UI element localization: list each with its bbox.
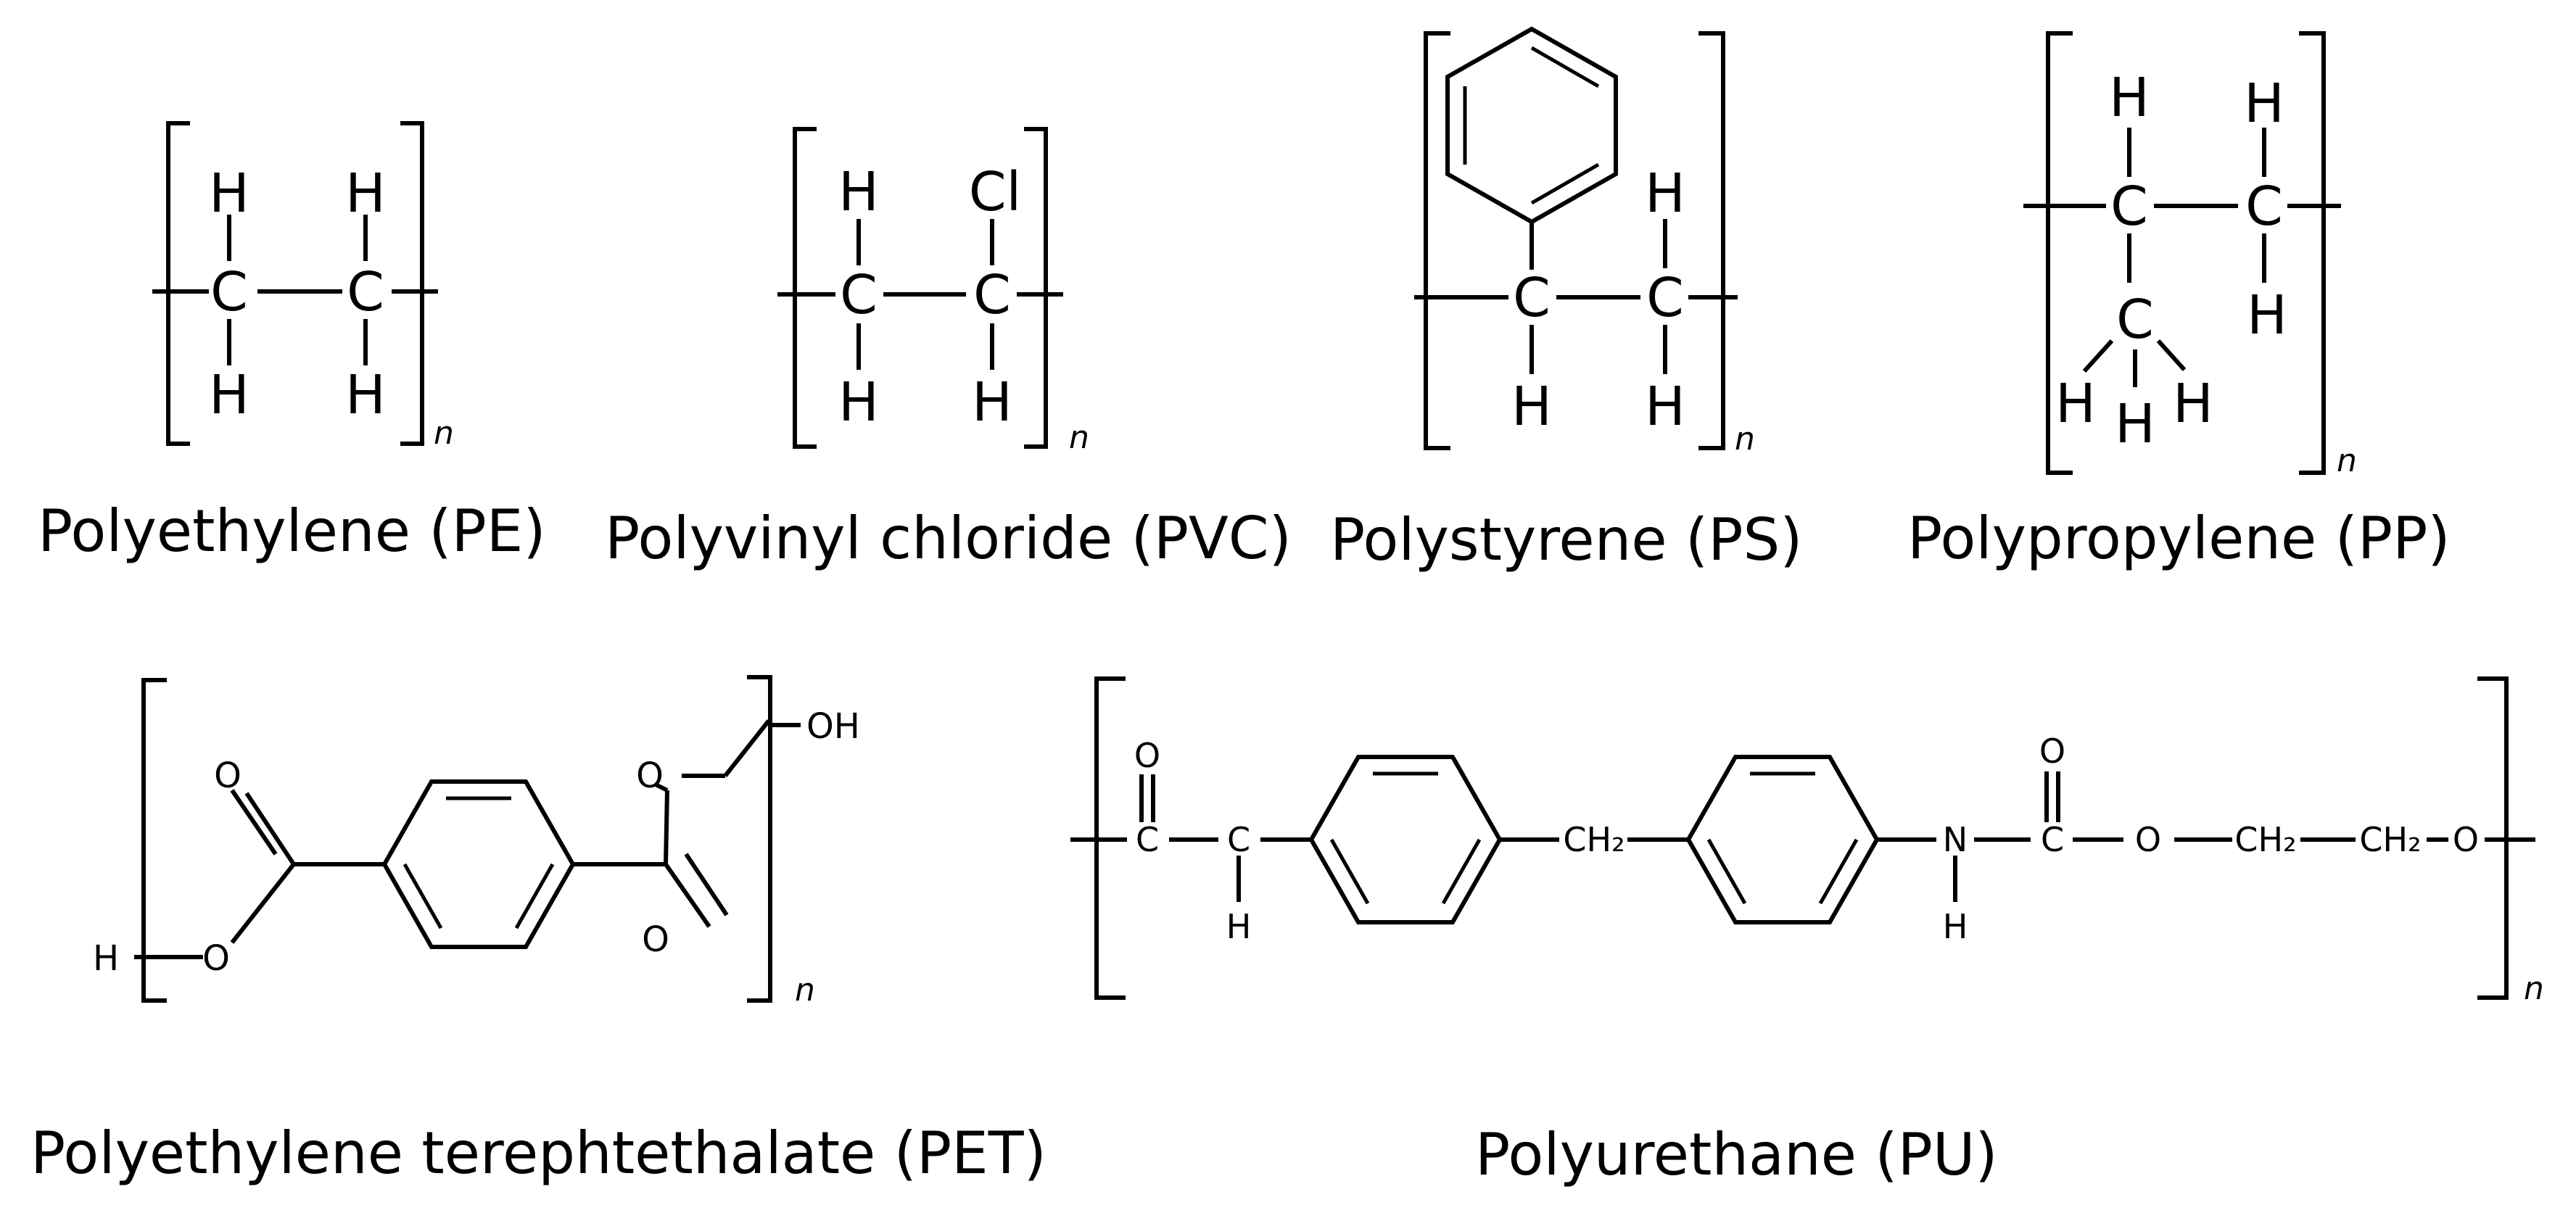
pet-atom-h: H — [93, 938, 119, 979]
pet-benzene-ring — [381, 779, 576, 949]
pvc-right-bracket — [1024, 127, 1048, 449]
pp-repeat-n: n — [2337, 442, 2357, 479]
pe-atom-h4: H — [345, 364, 386, 426]
pu-atom-ch2a: CH₂ — [1563, 820, 1625, 859]
pp-atom-c2: C — [2245, 175, 2283, 238]
ps-atom-h3: H — [1511, 376, 1552, 438]
pet-caption: Polyethylene terephtethalate (PET) — [30, 1119, 1046, 1187]
pu-atom-n: N — [1943, 820, 1968, 859]
pp-structure: H H C C C H H H H n — [2023, 31, 2357, 479]
pvc-atom-h1: H — [838, 161, 879, 223]
pvc-left-bracket — [793, 127, 817, 449]
ps-right-bracket — [1698, 31, 1725, 450]
pp-atom-h2: H — [2244, 73, 2284, 135]
pu-atom-h1: H — [1226, 907, 1252, 946]
pp-left-bracket — [2046, 31, 2073, 475]
pvc-caption: Polyvinyl chloride (PVC) — [605, 505, 1292, 572]
pe-structure: H H C C H H n — [152, 121, 454, 452]
ps-atom-h2: H — [1645, 162, 1685, 225]
pe-left-bracket — [166, 121, 190, 446]
pu-atom-ch2c: CH₂ — [2359, 820, 2421, 859]
pu-atom-c3: C — [2041, 820, 2064, 859]
pe-atom-h2: H — [345, 162, 386, 225]
pet-atom-o2: O — [202, 938, 230, 979]
pet-atom-o1: O — [214, 755, 242, 796]
pu-atom-ch2b: CH₂ — [2234, 820, 2296, 859]
pu-benzene-ring-1 — [1308, 755, 1503, 924]
pet-right-bracket — [747, 675, 772, 1003]
pu-atom-o4: O — [2453, 820, 2479, 859]
pet-repeat-n: n — [795, 972, 815, 1009]
pe-atom-c2: C — [347, 261, 384, 323]
pp-atom-hm3: H — [2173, 373, 2213, 435]
pu-structure: O C C H CH₂ N H O C O CH₂ CH₂ O n — [1070, 676, 2544, 1007]
pp-atom-c1: C — [2110, 175, 2148, 238]
pu-benzene-ring-2 — [1685, 755, 1880, 924]
pe-right-bracket — [400, 121, 424, 446]
pp-atom-hm1: H — [2055, 373, 2096, 435]
pp-caption: Polypropylene (PP) — [1907, 505, 2451, 572]
ps-benzene-ring — [1445, 26, 1618, 225]
pvc-repeat-n: n — [1069, 419, 1089, 456]
pet-atom-oh: OH — [806, 706, 860, 747]
pet-structure: O O O O H OH n — [93, 675, 860, 1009]
pvc-structure: H Cl C C H H n — [777, 127, 1089, 456]
pp-atom-h1: H — [2109, 67, 2150, 129]
pu-atom-o1: O — [1134, 736, 1160, 775]
pp-right-bracket — [2299, 31, 2326, 475]
pu-atom-h2: H — [1943, 907, 1968, 946]
pvc-atom-h3: H — [838, 371, 879, 434]
ps-left-bracket — [1424, 31, 1450, 450]
pu-repeat-n: n — [2524, 970, 2544, 1007]
pet-left-bracket — [141, 678, 167, 1003]
pvc-atom-h4: H — [972, 371, 1012, 434]
pu-atom-o3: O — [2135, 820, 2161, 859]
pvc-atom-c2: C — [973, 264, 1011, 326]
pvc-atom-cl: Cl — [969, 161, 1021, 223]
pe-caption: Polyethylene (PE) — [38, 497, 546, 565]
pu-caption: Polyurethane (PU) — [1475, 1121, 1998, 1188]
pe-atom-c1: C — [210, 261, 248, 323]
ps-atom-h4: H — [1645, 376, 1685, 438]
pp-atom-h3: H — [2247, 284, 2287, 347]
pe-repeat-n: n — [434, 415, 454, 452]
ps-caption: Polystyrene (PS) — [1330, 506, 1802, 574]
ps-atom-c1: C — [1513, 267, 1551, 329]
pu-atom-c1: C — [1136, 820, 1159, 859]
pe-atom-h1: H — [209, 162, 249, 225]
pet-atom-o4: O — [642, 919, 669, 960]
pp-atom-hm2: H — [2115, 393, 2155, 455]
ps-structure: H C C H H n — [1414, 26, 1755, 458]
pet-atom-o3: O — [636, 755, 664, 796]
ps-atom-c2: C — [1646, 267, 1684, 329]
pe-atom-h3: H — [209, 364, 249, 426]
pp-atom-c3: C — [2116, 289, 2154, 351]
pu-atom-c2: C — [1227, 820, 1250, 859]
pu-atom-o2: O — [2039, 732, 2065, 771]
pvc-atom-c1: C — [840, 264, 878, 326]
ps-repeat-n: n — [1735, 421, 1755, 458]
